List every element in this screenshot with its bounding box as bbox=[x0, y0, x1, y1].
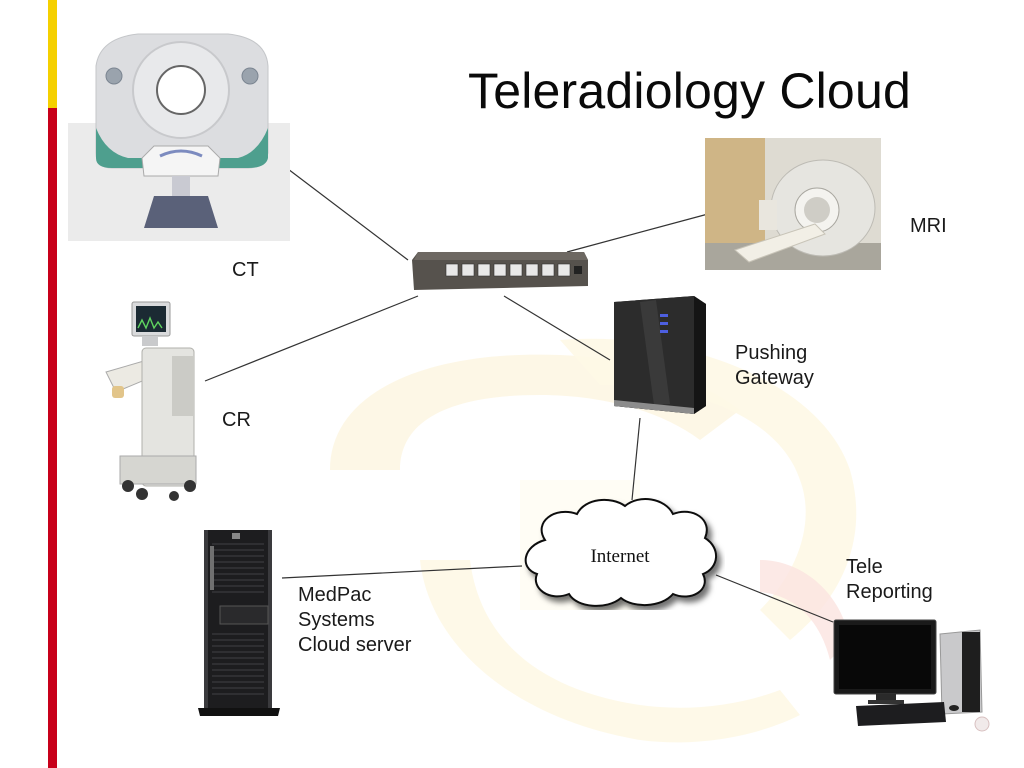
ultrasound-cart-icon bbox=[105, 301, 197, 501]
ct-scanner-icon bbox=[68, 33, 290, 241]
ct-label: CT bbox=[232, 259, 259, 281]
network-switch-icon bbox=[412, 252, 588, 290]
mri-label: MRI bbox=[910, 215, 947, 237]
reporting-label: Tele Reporting bbox=[846, 556, 933, 603]
accent-bar-red bbox=[48, 108, 57, 768]
mri-scanner-icon bbox=[705, 138, 881, 270]
link-gateway-internet bbox=[631, 417, 641, 501]
link-internet-reporting bbox=[715, 574, 834, 623]
medpac-label: MedPac Systems Cloud server bbox=[298, 584, 412, 656]
internet-label: Internet bbox=[590, 546, 650, 567]
link-medpac-internet bbox=[281, 565, 523, 579]
link-mri-switch bbox=[566, 213, 709, 253]
cr-label: CR bbox=[222, 409, 251, 431]
slide-title: Teleradiology Cloud bbox=[468, 63, 911, 119]
gateway-label: Pushing Gateway bbox=[735, 342, 814, 389]
desktop-computer-icon bbox=[833, 619, 990, 732]
link-cr-switch bbox=[204, 295, 419, 382]
link-switch-gateway bbox=[503, 295, 611, 361]
server-tower-icon bbox=[614, 296, 706, 414]
rack-server-icon bbox=[198, 530, 280, 716]
accent-bar-yellow bbox=[48, 0, 57, 108]
cloud-icon: Internet bbox=[524, 498, 717, 607]
